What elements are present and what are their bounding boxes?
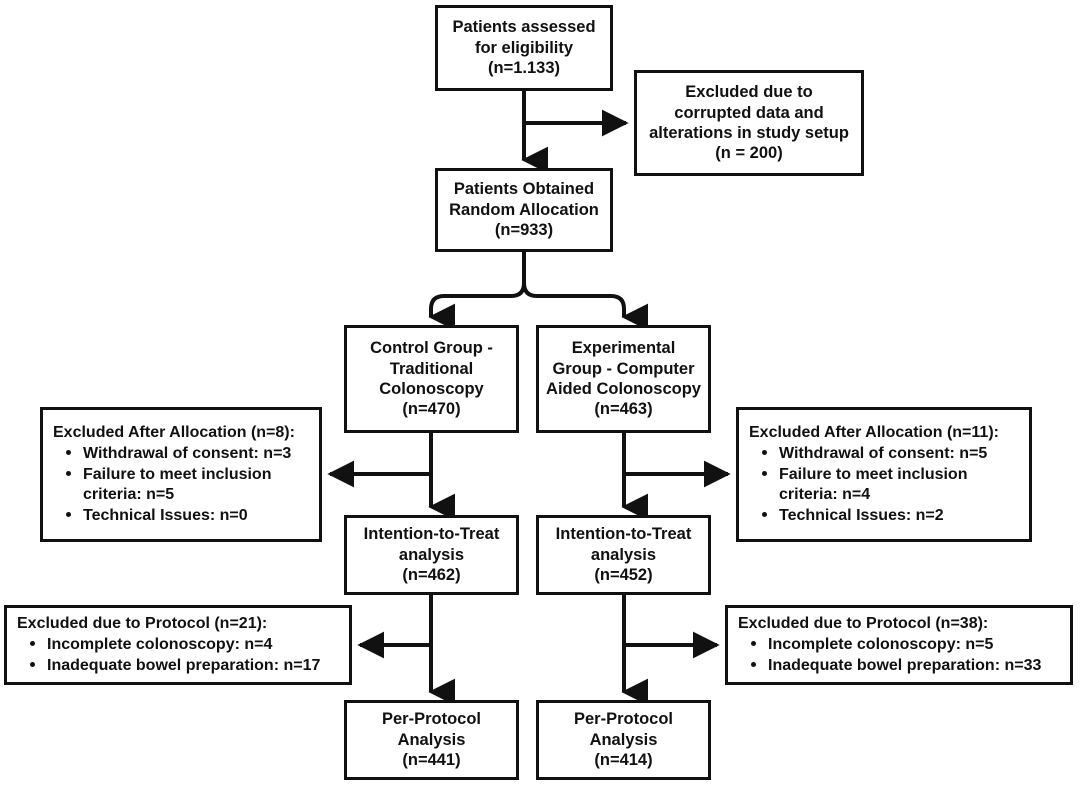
box-line: Analysis — [397, 730, 466, 749]
box-title: Excluded After Allocation (n=11): — [749, 424, 999, 442]
box-count: (n=463) — [594, 400, 653, 419]
box-line: Experimental — [571, 339, 676, 358]
bullet-list: Withdrawal of consent: n=5 Failure to me… — [739, 443, 1029, 525]
box-line: alterations in study setup — [649, 124, 849, 142]
bullet-list: Incomplete colonoscopy: n=4 Inadequate b… — [7, 634, 349, 676]
box-line: Excluded due to — [685, 83, 813, 102]
box-excluded-after-allocation-experimental: Excluded After Allocation (n=11): Withdr… — [736, 407, 1032, 542]
list-item: Failure to meet inclusion criteria: n=5 — [83, 464, 313, 505]
box-line: Patients assessed — [452, 18, 596, 37]
list-item: Incomplete colonoscopy: n=4 — [47, 634, 343, 655]
box-line: Analysis — [589, 730, 658, 749]
box-title: Excluded due to Protocol (n=21): — [17, 615, 268, 633]
box-line: Per-Protocol — [573, 710, 674, 729]
list-item: Withdrawal of consent: n=3 — [83, 443, 313, 464]
box-line: Patients Obtained — [453, 180, 595, 199]
box-control-group: Control Group - Traditional Colonoscopy … — [344, 325, 519, 433]
list-item: Technical Issues: n=2 — [779, 505, 1023, 526]
box-line: Colonoscopy — [379, 380, 484, 398]
box-line: Intention-to-Treat — [363, 525, 500, 544]
box-excluded-corrupted-data: Excluded due to corrupted data and alter… — [634, 70, 864, 176]
box-count: (n=441) — [402, 751, 461, 770]
box-count: (n=470) — [402, 400, 461, 419]
box-line: Traditional — [389, 359, 474, 378]
box-line: Group - Computer — [552, 359, 695, 378]
box-count: (n=452) — [594, 566, 653, 585]
box-intention-to-treat-experimental: Intention-to-Treat analysis (n=452) — [536, 515, 711, 595]
bullet-list: Incomplete colonoscopy: n=5 Inadequate b… — [728, 634, 1070, 676]
arrow-split-to-control — [428, 282, 526, 331]
box-title: Excluded due to Protocol (n=38): — [738, 615, 989, 633]
box-line: Random Allocation — [449, 200, 599, 219]
bullet-list: Withdrawal of consent: n=3 Failure to me… — [43, 443, 319, 525]
box-excluded-protocol-experimental: Excluded due to Protocol (n=38): Incompl… — [725, 605, 1073, 685]
box-count: (n=414) — [594, 751, 653, 770]
box-line: analysis — [590, 545, 657, 564]
box-line: for eligibility — [474, 38, 574, 57]
box-line: analysis — [398, 545, 465, 564]
box-line: Aided Colonoscopy — [546, 380, 701, 398]
box-excluded-protocol-control: Excluded due to Protocol (n=21): Incompl… — [4, 605, 352, 685]
arrow-split-to-experimental — [522, 282, 648, 331]
list-item: Inadequate bowel preparation: n=33 — [768, 655, 1064, 676]
list-item: Incomplete colonoscopy: n=5 — [768, 634, 1064, 655]
box-count: (n=462) — [402, 566, 461, 585]
box-line: Per-Protocol — [381, 710, 482, 729]
box-line: Control Group - — [370, 339, 493, 358]
box-per-protocol-experimental: Per-Protocol Analysis (n=414) — [536, 700, 711, 780]
box-title: Excluded After Allocation (n=8): — [53, 424, 295, 442]
box-experimental-group: Experimental Group - Computer Aided Colo… — [536, 325, 711, 433]
list-item: Failure to meet inclusion criteria: n=4 — [779, 464, 1023, 505]
box-excluded-after-allocation-control: Excluded After Allocation (n=8): Withdra… — [40, 407, 322, 542]
box-line: Intention-to-Treat — [555, 525, 692, 544]
box-random-allocation: Patients Obtained Random Allocation (n=9… — [435, 168, 613, 252]
box-intention-to-treat-control: Intention-to-Treat analysis (n=462) — [344, 515, 519, 595]
box-count: (n=1.133) — [488, 59, 560, 78]
box-count: (n=933) — [494, 221, 554, 240]
list-item: Inadequate bowel preparation: n=17 — [47, 655, 343, 676]
list-item: Technical Issues: n=0 — [83, 505, 313, 526]
box-patients-assessed: Patients assessed for eligibility (n=1.1… — [435, 5, 613, 91]
box-per-protocol-control: Per-Protocol Analysis (n=441) — [344, 700, 519, 780]
box-line: corrupted data and — [674, 103, 824, 122]
list-item: Withdrawal of consent: n=5 — [779, 443, 1023, 464]
box-count: (n = 200) — [715, 144, 783, 163]
